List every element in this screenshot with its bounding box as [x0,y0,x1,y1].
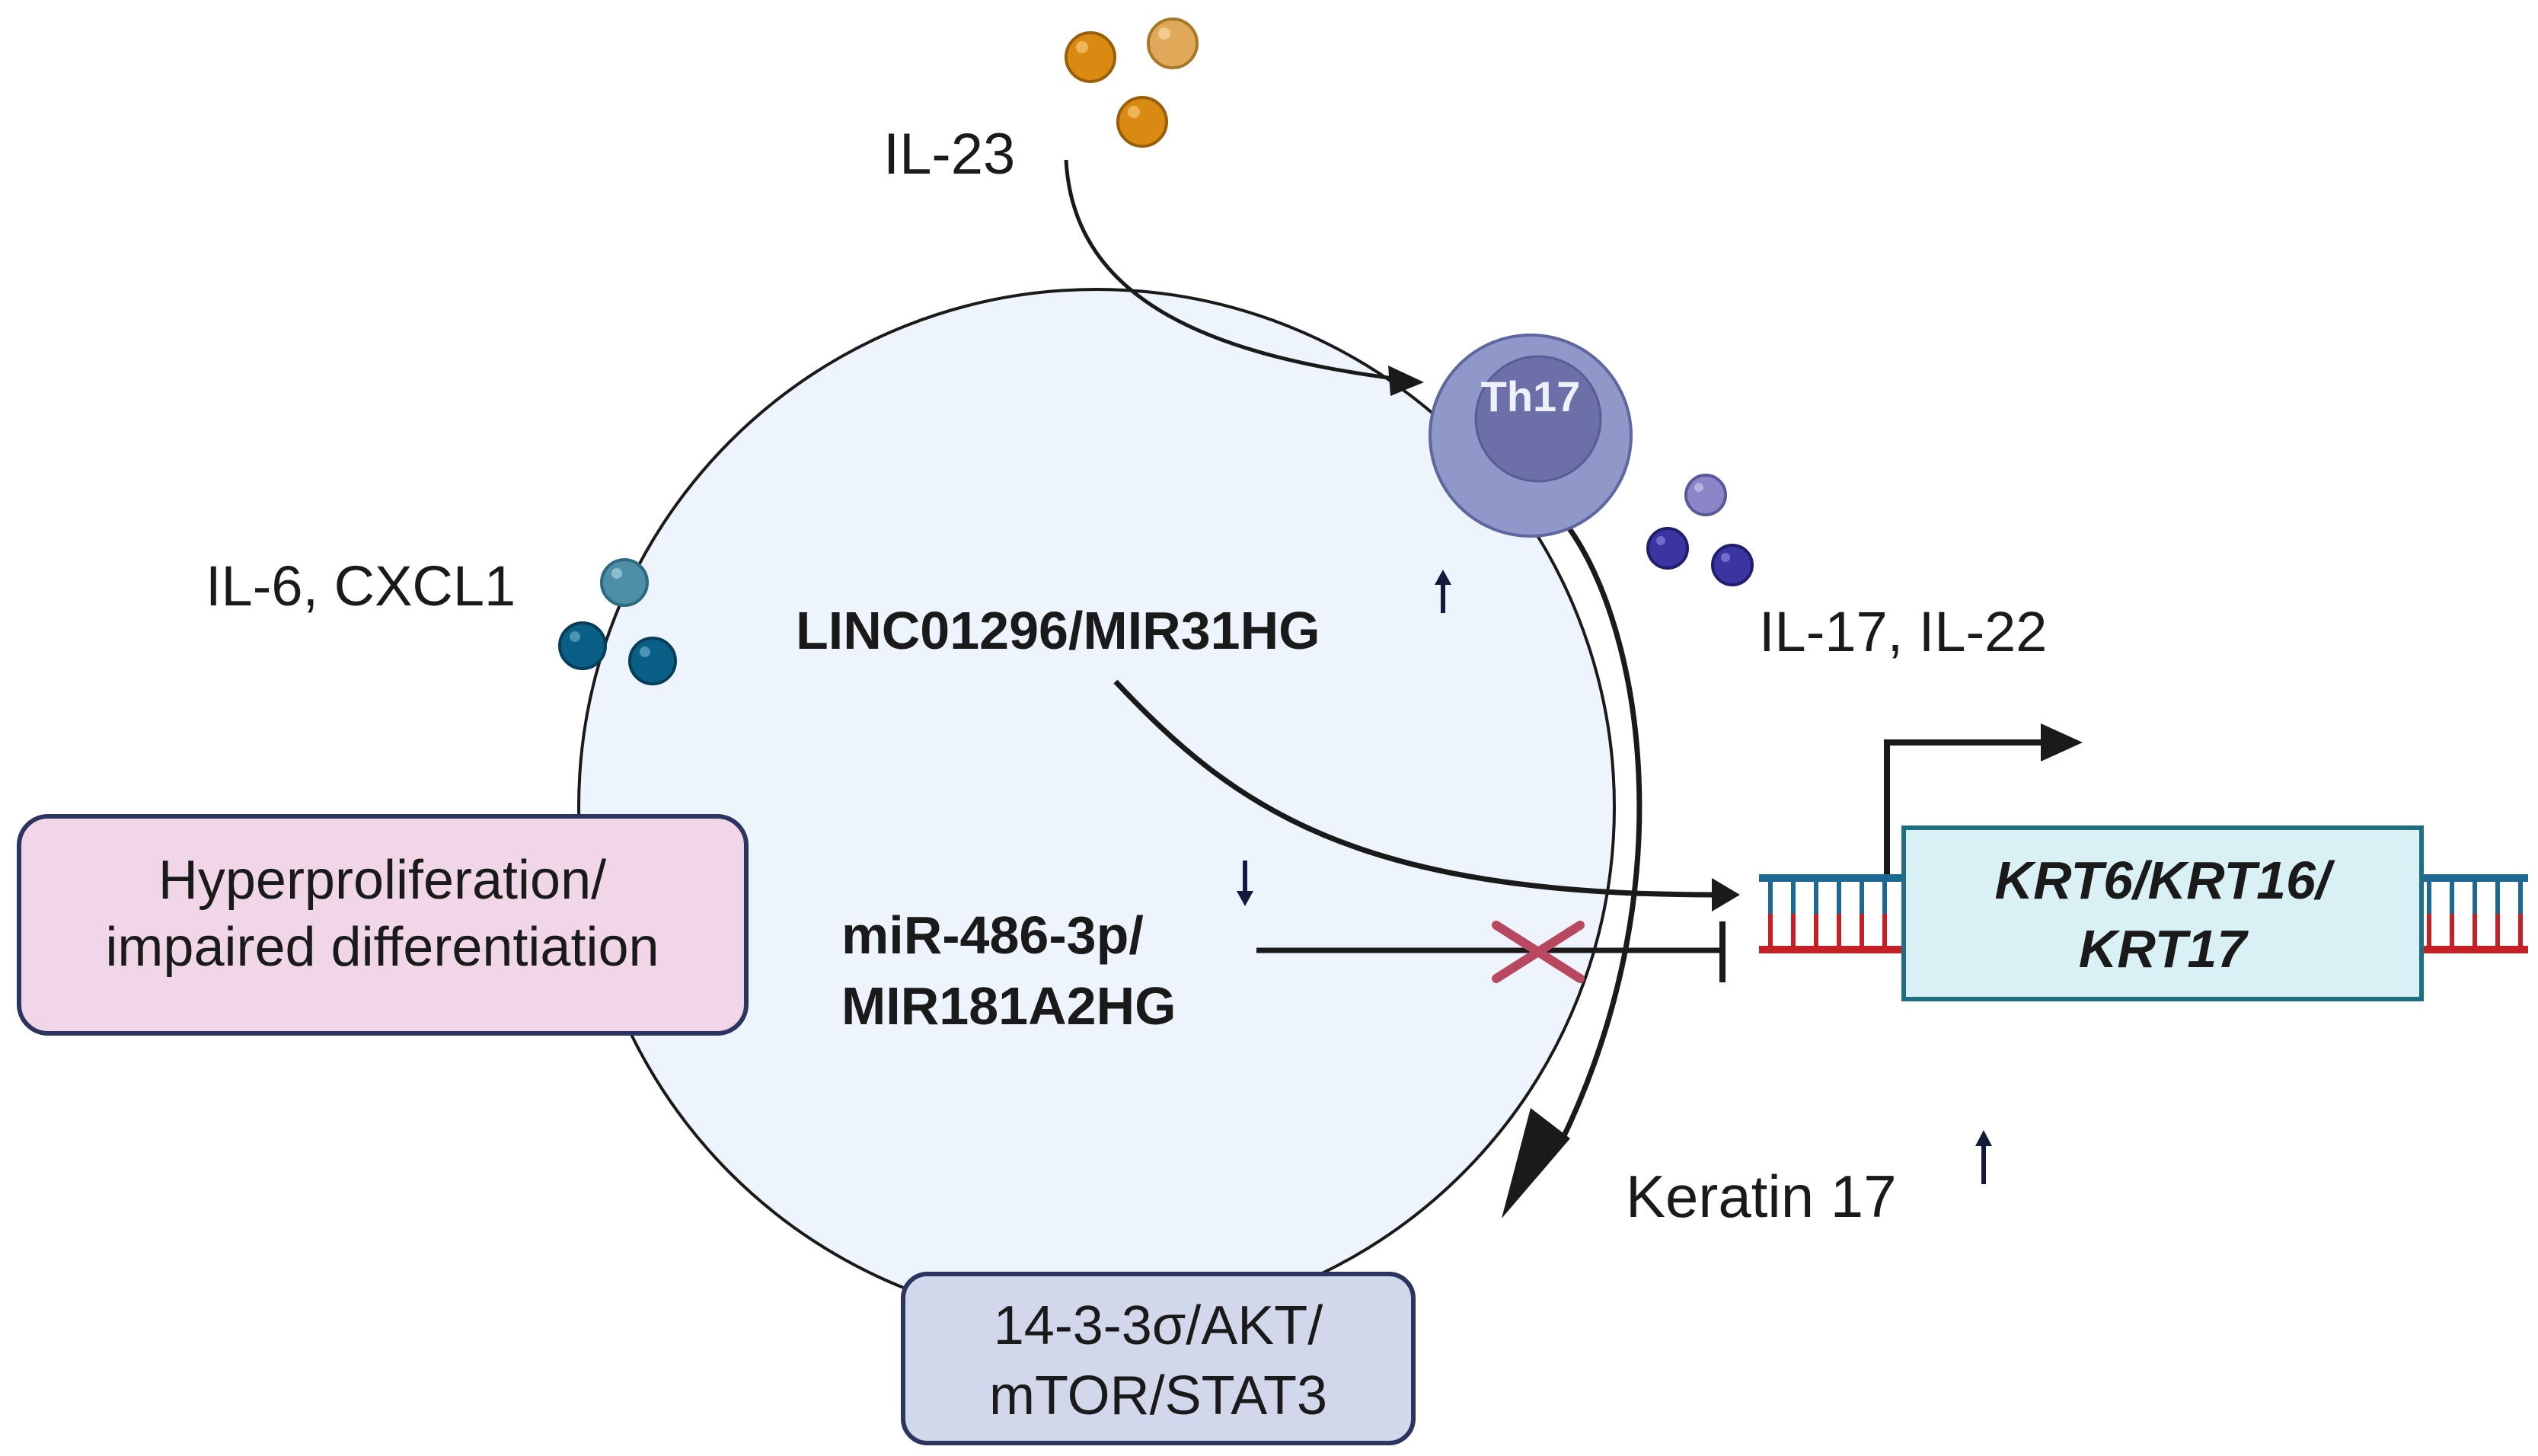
feedback-arc-arrow [1558,516,1643,1144]
il6-particles [558,558,677,685]
mir-label-line1: miR-486-3p/ [841,905,1144,965]
hyperproliferation-line2: impaired differentiation [105,917,659,978]
il17-sphere-icon [1684,474,1727,516]
il6-sphere-icon [600,558,649,607]
il23-to-th17-arrow [1064,159,1413,383]
linc-activation-arrow [1113,679,1714,898]
feedback-arrowhead-icon [1502,1108,1570,1218]
gene-box [1901,825,2424,1001]
keratin-up-arrow-icon [1975,1130,1992,1184]
pathway-line2: mTOR/STAT3 [989,1365,1327,1426]
pathway-box [901,1272,1416,1445]
th17-nucleus [1474,355,1602,483]
mir-label-line2: MIR181A2HG [841,976,1176,1036]
il17-particles [1646,474,1754,586]
il23-sphere-icon [1116,96,1168,148]
hyperproliferation-line1: Hyperproliferation/ [158,850,606,911]
dna-left-segment-icon [1759,874,1904,953]
transcription-start-arrow-icon [1884,723,2083,874]
th17-label: Th17 [1481,372,1581,420]
il6-sphere-icon [558,621,607,670]
il23-arrowhead-icon [1388,366,1424,396]
il23-sphere-icon [1065,31,1116,83]
dna-right-segment-icon [2414,874,2528,953]
th17-cell: Th17 [1429,334,1633,538]
il23-particles [1065,18,1199,148]
il17-sphere-icon [1646,527,1689,570]
gene-label-line2: KRT17 [2079,919,2249,979]
gene-label-line1: KRT6/KRT16/ [1995,851,2335,910]
il6-sphere-icon [628,637,677,685]
linc-label: LINC01296/MIR31HG [796,601,1320,660]
pathway-line1: 14-3-3σ/AKT/ [994,1295,1323,1356]
il17-il22-label: IL-17, IL-22 [1759,600,2047,663]
hyperproliferation-box [17,814,749,1036]
keratin-label: Keratin 17 [1626,1163,1897,1230]
blocked-cross-icon [1492,921,1585,983]
linc-up-arrow-icon [1435,570,1451,613]
mir-down-arrow-icon [1237,861,1253,906]
linc-arrowhead-icon [1712,878,1740,912]
il6-cxcl1-label: IL-6, CXCL1 [206,554,516,618]
il23-sphere-icon [1147,18,1199,69]
il23-label: IL-23 [883,122,1015,187]
il17-sphere-icon [1711,544,1754,586]
